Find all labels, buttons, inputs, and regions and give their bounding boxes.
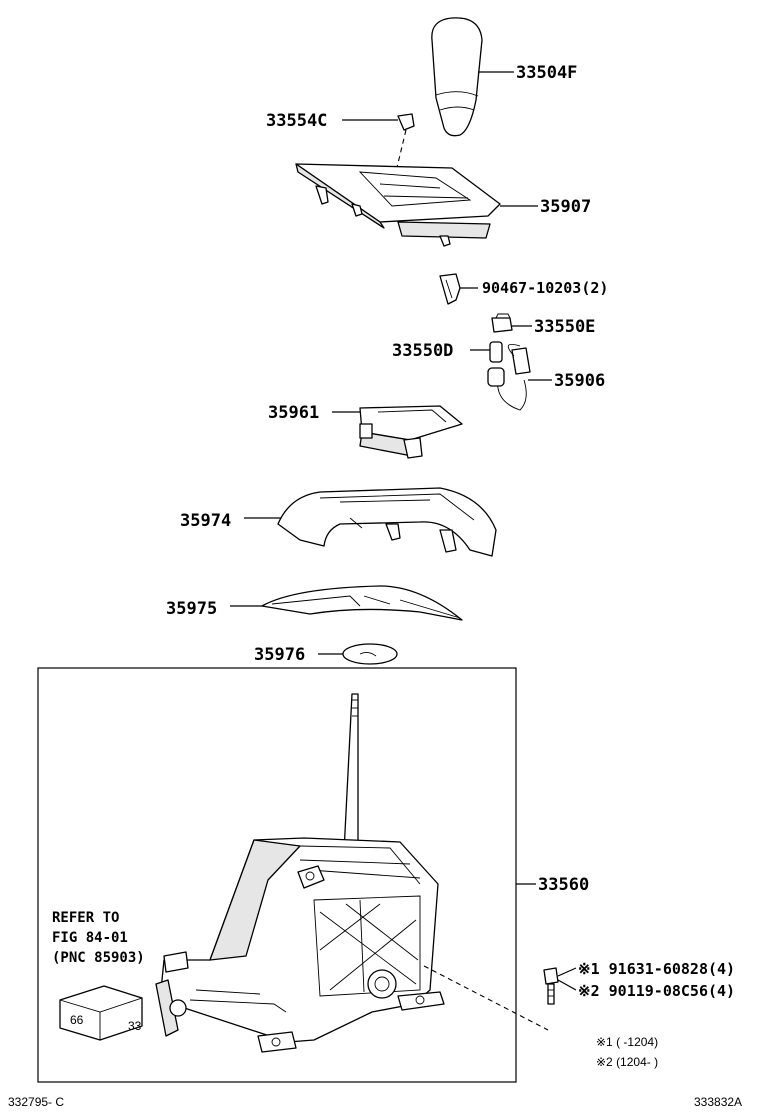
label-35961: 35961 [268, 403, 319, 423]
refer-line-1: REFER TO [52, 910, 119, 926]
note-2: ※2 (1204- ) [596, 1055, 658, 1069]
label-90467-10203: 90467-10203(2) [482, 279, 608, 297]
emblem-35976[interactable] [342, 643, 398, 665]
bulb-33550d[interactable] [489, 341, 503, 363]
label-35974: 35974 [180, 511, 231, 531]
clip-90467-10203[interactable] [439, 273, 461, 305]
label-33550d: 33550D [392, 341, 453, 361]
footer-left-code: 332795- C [8, 1095, 64, 1109]
cover-plate-35975[interactable] [261, 585, 463, 621]
bolt-91631-90119[interactable] [543, 967, 559, 1005]
label-33554c: 33554C [266, 111, 327, 131]
refer-line-2: FIG 84-01 [52, 930, 128, 946]
label-91631-60828: ※1 91631-60828(4) [578, 960, 735, 978]
cap-33550e[interactable] [491, 313, 513, 333]
connector-pnc-85903[interactable]: 66 33 [59, 985, 143, 1041]
clip-33554c[interactable] [397, 113, 415, 131]
label-33550e: 33550E [534, 317, 595, 337]
shift-knob-33504f[interactable] [431, 17, 483, 137]
footer-right-code: 333832A [694, 1095, 742, 1109]
indicator-plate-35907[interactable] [295, 163, 501, 247]
refer-line-3: (PNC 85903) [52, 950, 145, 966]
svg-text:66: 66 [70, 1013, 84, 1027]
shift-lever-assembly-33560[interactable] [155, 693, 445, 1053]
console-cover-35974[interactable] [277, 487, 497, 557]
wire-harness-35906[interactable] [487, 343, 531, 411]
label-35906: 35906 [554, 371, 605, 391]
label-35907: 35907 [540, 197, 591, 217]
assembly-frame [37, 667, 517, 1083]
svg-text:33: 33 [128, 1019, 142, 1033]
housing-35961[interactable] [359, 405, 463, 459]
label-35975: 35975 [166, 599, 217, 619]
label-90119-08c56: ※2 90119-08C56(4) [578, 982, 735, 1000]
label-33560: 33560 [538, 875, 589, 895]
label-35976: 35976 [254, 645, 305, 665]
label-33504f: 33504F [516, 63, 577, 83]
note-1: ※1 ( -1204) [596, 1035, 658, 1049]
